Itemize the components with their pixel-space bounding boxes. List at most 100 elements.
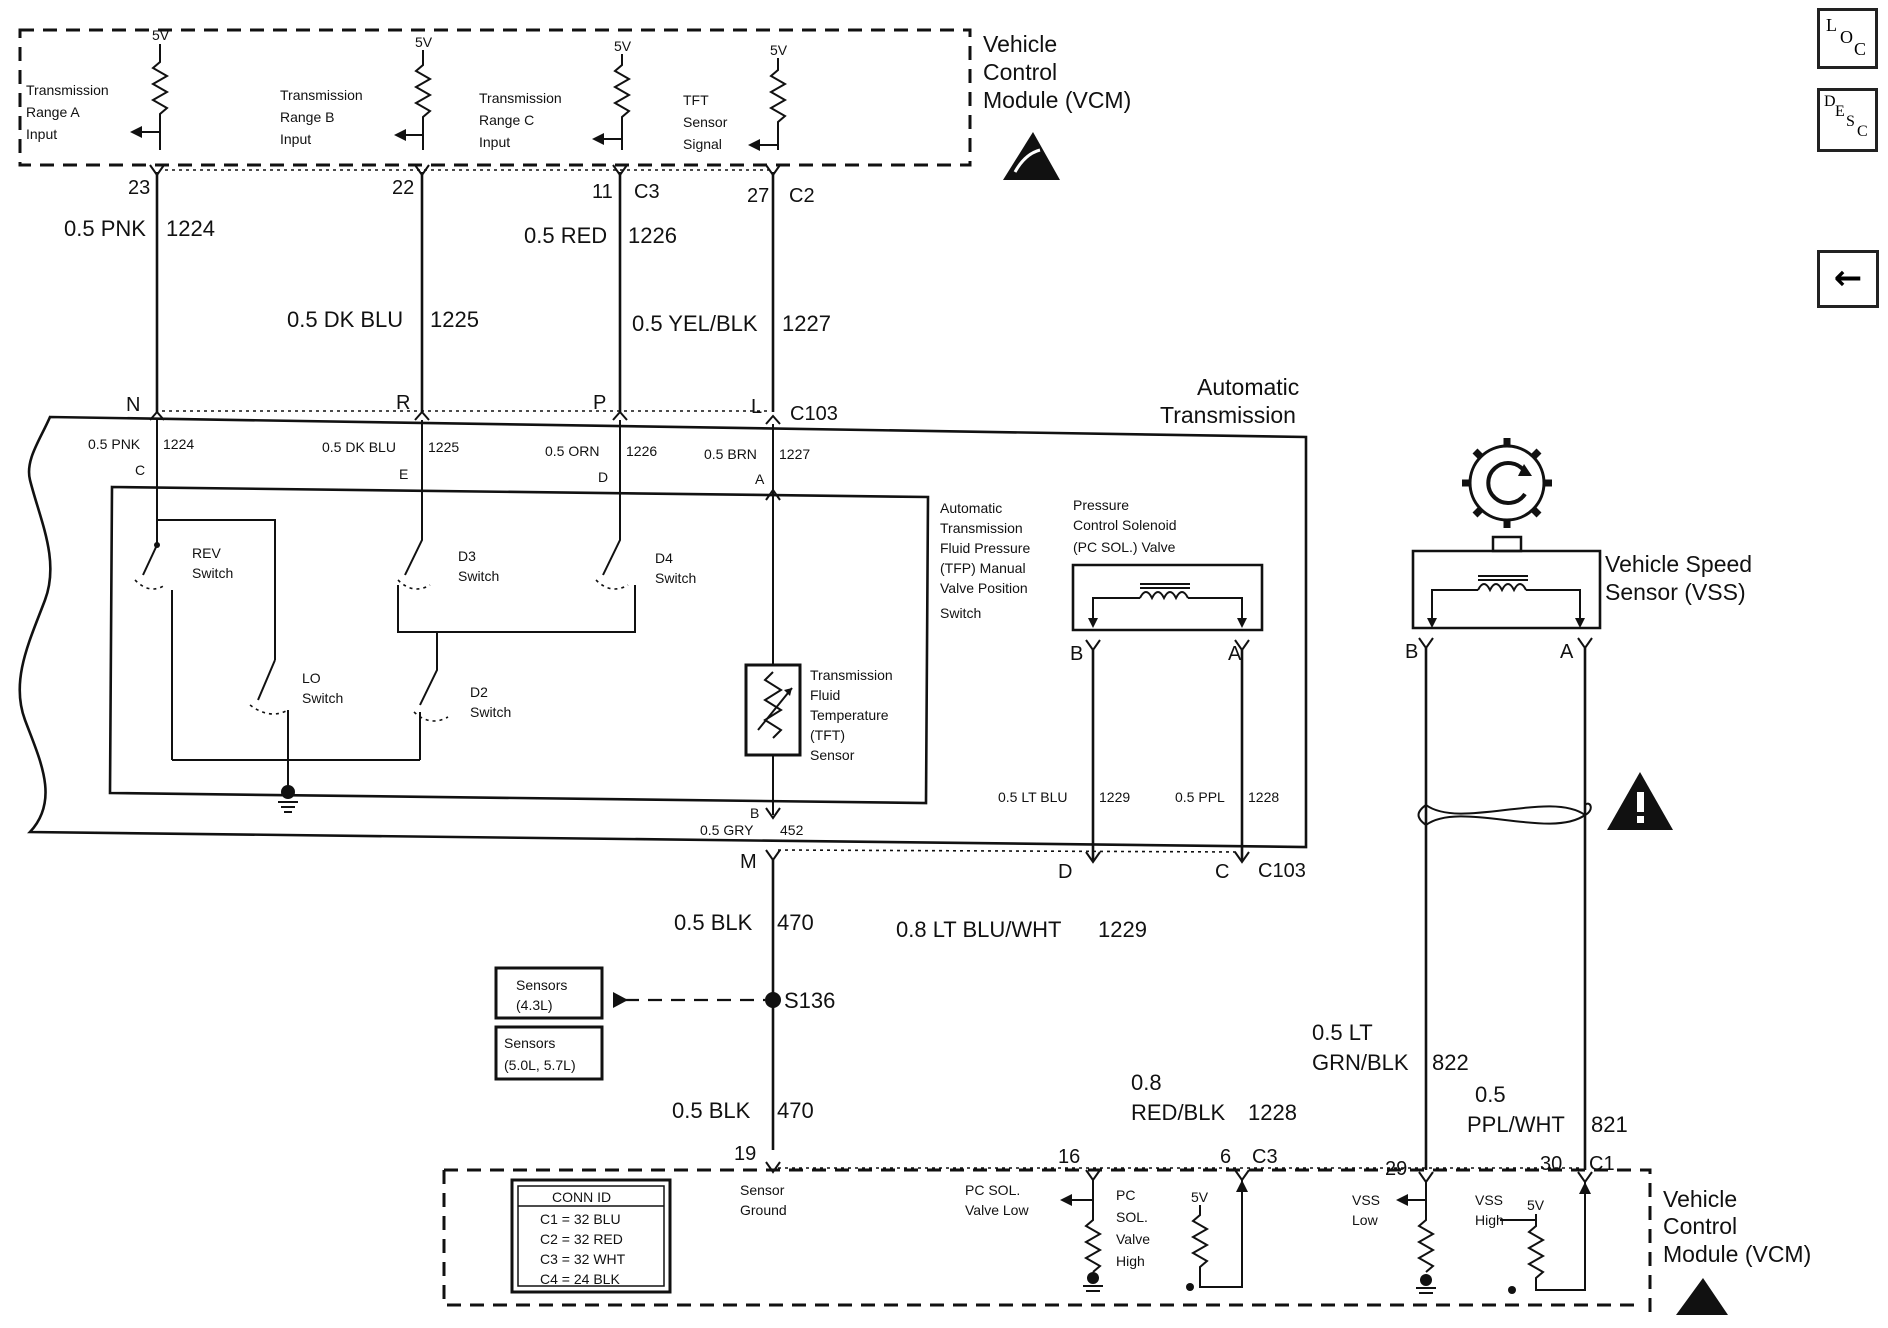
input-c-line-1: Transmission — [479, 90, 562, 106]
pc-title-2: Control Solenoid — [1073, 517, 1177, 533]
wire-1227-circuit: 1227 — [782, 311, 831, 336]
conn-id-row-c1: C1 = 32 BLU — [540, 1211, 621, 1227]
vcm-input-range-a: 5V Transmission Range A Input — [26, 27, 170, 150]
wire-1227-upper: 0.5 YEL/BLK 1227 — [632, 164, 831, 412]
vss-pin-b: B — [1405, 641, 1418, 663]
tft-label-1: Transmission — [810, 667, 893, 683]
pc-high-supply: 5V — [1191, 1189, 1209, 1205]
wire-1224-upper: 0.5 PNK 1224 — [64, 164, 215, 412]
loc-letter-c: C — [1854, 39, 1867, 59]
vcm-input-range-b: 5V Transmission Range B Input — [280, 34, 433, 150]
tft-input-line-3: Signal — [683, 136, 722, 152]
wire-1225-upper: 0.5 DK BLU 1225 — [287, 164, 479, 412]
ltbluwht-label: 0.8 LT BLU/WHT — [896, 917, 1061, 942]
d3-switch-label-2: Switch — [458, 568, 499, 584]
c103-pin-p: P — [593, 392, 606, 414]
vcm-bottom-title-2: Control — [1663, 1213, 1737, 1239]
connector-c103-bottom: M D C C103 — [740, 849, 1306, 883]
pc-wire-b-label: 0.5 LT BLU — [998, 789, 1068, 805]
tft-input-line-1: TFT — [683, 92, 709, 108]
trans-orn-circuit: 1226 — [626, 443, 657, 459]
d2-switch-label-1: D2 — [470, 684, 488, 700]
vcm-input-range-c: 5V Transmission Range C Input — [479, 38, 632, 150]
trans-pnk-label: 0.5 PNK — [88, 436, 141, 452]
pc-wire-a-circuit: 1228 — [1248, 789, 1279, 805]
tfp-switch-assembly: Automatic Transmission Fluid Pressure (T… — [108, 485, 1030, 815]
trans-brn-label: 0.5 BRN — [704, 446, 757, 462]
pin-23: 23 — [128, 177, 150, 199]
warning-icon — [1607, 772, 1673, 830]
back-button[interactable]: ← — [1817, 250, 1879, 308]
conn-id-row-c2: C2 = 32 RED — [540, 1231, 623, 1247]
transmission-title-2: Transmission — [1160, 402, 1296, 428]
supply-5v-b: 5V — [415, 34, 433, 50]
back-arrow-icon: ← — [1833, 258, 1863, 298]
trans-pin-e: E — [399, 466, 408, 482]
d2-switch-label-2: Switch — [470, 704, 511, 720]
input-a-line-3: Input — [26, 126, 57, 142]
connector-c103-top: N R P L C103 — [126, 392, 838, 425]
vcm-bottom-title-3: Module (VCM) — [1663, 1241, 1811, 1267]
ground-icon — [278, 785, 298, 813]
vcm-top-title-1: Vehicle — [983, 31, 1057, 57]
wire-1225-label: 0.5 DK BLU — [287, 307, 403, 332]
splice-s136 — [765, 992, 781, 1008]
sensor-43l-line-1: Sensors — [516, 977, 567, 993]
blk-wire-lower-label: 0.5 BLK — [672, 1098, 751, 1123]
vcm-top-title-3: Module (VCM) — [983, 87, 1131, 113]
desc-letter-s: S — [1846, 113, 1855, 130]
vss-pin-a: A — [1560, 641, 1574, 663]
trans-orn-label: 0.5 ORN — [545, 443, 599, 459]
vss-low-label-2: Low — [1352, 1212, 1379, 1228]
trans-brn-circuit: 1227 — [779, 446, 810, 462]
conn-id-title: CONN ID — [552, 1189, 611, 1205]
c103-pin-n: N — [126, 394, 140, 416]
d4-switch-label-2: Switch — [655, 570, 696, 586]
transmission-title-1: Automatic — [1197, 374, 1299, 400]
desc-letter-d: D — [1824, 93, 1836, 110]
pc-high-label-3: Valve — [1116, 1231, 1150, 1247]
vss-wire-b-circuit: 822 — [1432, 1050, 1469, 1075]
redblk-circuit: 1228 — [1248, 1100, 1297, 1125]
tft-label-5: Sensor — [810, 747, 855, 763]
pc-pin-a: A — [1228, 643, 1242, 665]
c103-conn-bottom: C103 — [1258, 860, 1306, 882]
vcm-pin-19: 19 — [734, 1143, 756, 1165]
trans-wire-orn: 0.5 ORN 1226 D — [545, 420, 657, 490]
tft-label-4: (TFT) — [810, 727, 845, 743]
trans-pnk-circuit: 1224 — [163, 436, 194, 452]
c103-pin-d: D — [1058, 861, 1072, 883]
supply-5v-tft: 5V — [770, 42, 788, 58]
sensor-50l-line-2: (5.0L, 5.7L) — [504, 1057, 576, 1073]
sensor-43l-line-2: (4.3L) — [516, 997, 553, 1013]
tfp-title-5: Valve Position — [940, 580, 1028, 596]
sensor-50l-line-1: Sensors — [504, 1035, 555, 1051]
wire-1226-label: 0.5 RED — [524, 223, 607, 248]
pin-22: 22 — [392, 177, 414, 199]
description-button[interactable]: D E S C — [1817, 88, 1878, 152]
tft-thermistor — [744, 663, 802, 757]
trans-dkblu-label: 0.5 DK BLU — [322, 439, 396, 455]
tfp-title-1: Automatic — [940, 500, 1002, 516]
vcm-input-tft-signal: 5V TFT Sensor Signal — [683, 42, 788, 152]
sensor-box-50l-57l: Sensors (5.0L, 5.7L) — [494, 1025, 604, 1081]
input-c-line-3: Input — [479, 134, 510, 150]
pc-solenoid-valve: Pressure Control Solenoid (PC SOL.) Valv… — [1070, 497, 1264, 665]
pin-27: 27 — [747, 185, 769, 207]
trans-dkblu-circuit: 1225 — [428, 439, 459, 455]
pc-title-1: Pressure — [1073, 497, 1129, 513]
tfp-title-6: Switch — [940, 605, 981, 621]
location-button[interactable]: L O C — [1817, 8, 1878, 69]
lo-switch-label-2: Switch — [302, 690, 343, 706]
d4-switch-label-1: D4 — [655, 550, 673, 566]
tft-label-2: Fluid — [810, 687, 840, 703]
sensor-ground-label-2: Ground — [740, 1202, 787, 1218]
splice-label: S136 — [784, 988, 835, 1013]
wire-1227-label: 0.5 YEL/BLK — [632, 311, 758, 336]
conn-id-table: CONN ID C1 = 32 BLU C2 = 32 RED C3 = 32 … — [510, 1178, 672, 1294]
vcm-conn-c3-bottom: C3 — [1252, 1146, 1278, 1168]
trans-pin-c: C — [135, 462, 145, 478]
vss-high-label-1: VSS — [1475, 1192, 1503, 1208]
blk-wire-lower-circuit: 470 — [777, 1098, 814, 1123]
trans-wire-dkblu: 0.5 DK BLU 1225 E — [322, 420, 459, 490]
